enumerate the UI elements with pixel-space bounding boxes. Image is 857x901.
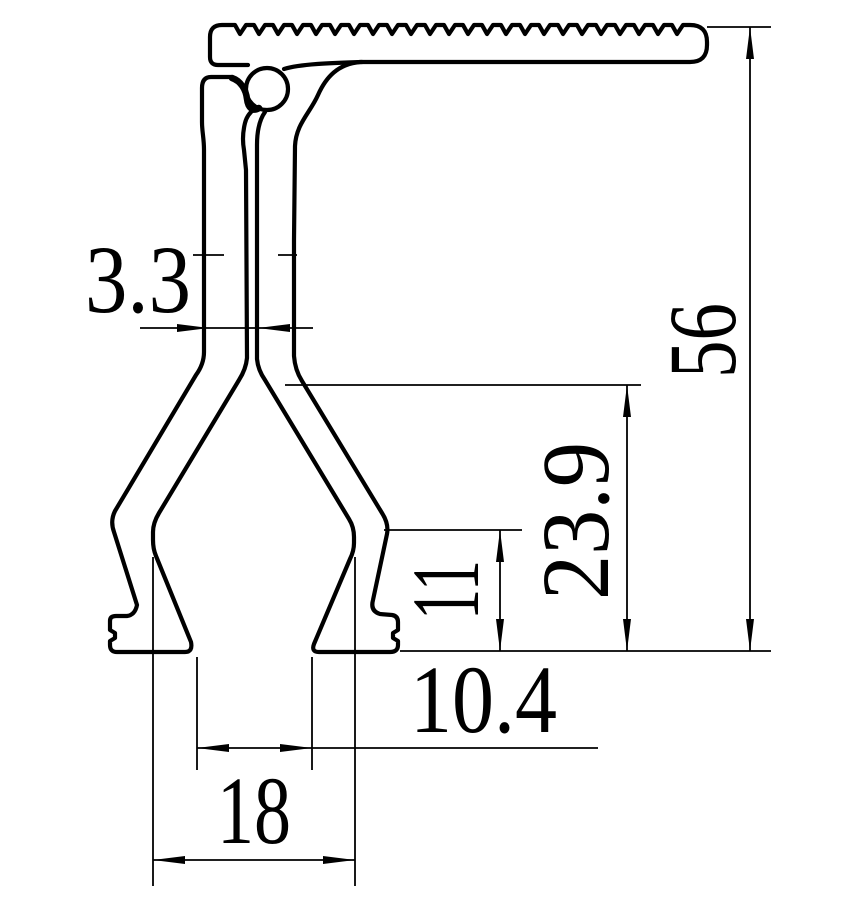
dimension-wall-thickness: 3.3 xyxy=(85,226,313,333)
dimension-lower-section-height: 23.9 xyxy=(285,384,641,651)
dim-10-4-arrow-right xyxy=(280,744,312,752)
hook-claw-curl xyxy=(228,74,263,113)
dim-11-arrow-down xyxy=(496,619,504,651)
dim-18-label: 18 xyxy=(217,757,291,864)
dim-18-arrow-left xyxy=(153,856,185,864)
snap-ball xyxy=(243,65,291,113)
dim-3-3-arrow-left xyxy=(258,324,290,332)
dim-23-9-arrow-up xyxy=(623,385,631,417)
dimension-feet-span: 18 xyxy=(152,557,356,886)
dim-56-arrow-up xyxy=(746,27,754,59)
dim-56-label: 56 xyxy=(649,303,756,378)
profile-hook-arm-outline xyxy=(107,74,261,655)
dim-23-9-label: 23.9 xyxy=(522,442,629,600)
dim-3-3-arrow-right xyxy=(177,324,209,332)
dimension-feet-inner-gap: 10.4 xyxy=(196,646,598,770)
dim-23-9-arrow-down xyxy=(623,619,631,651)
dim-10-4-label: 10.4 xyxy=(410,646,557,753)
profile-outline-group xyxy=(107,22,710,655)
dim-18-arrow-right xyxy=(323,856,355,864)
dim-56-arrow-down xyxy=(746,619,754,651)
dim-11-arrow-up xyxy=(496,530,504,562)
profile-main-outline xyxy=(207,22,710,655)
dim-11-label: 11 xyxy=(392,560,499,620)
dimension-foot-height: 11 xyxy=(384,529,522,651)
profile-bar-underside xyxy=(281,59,365,72)
dim-3-3-label: 3.3 xyxy=(85,226,191,333)
dimension-overall-height: 56 xyxy=(649,26,771,651)
dim-10-4-arrow-left xyxy=(197,744,229,752)
